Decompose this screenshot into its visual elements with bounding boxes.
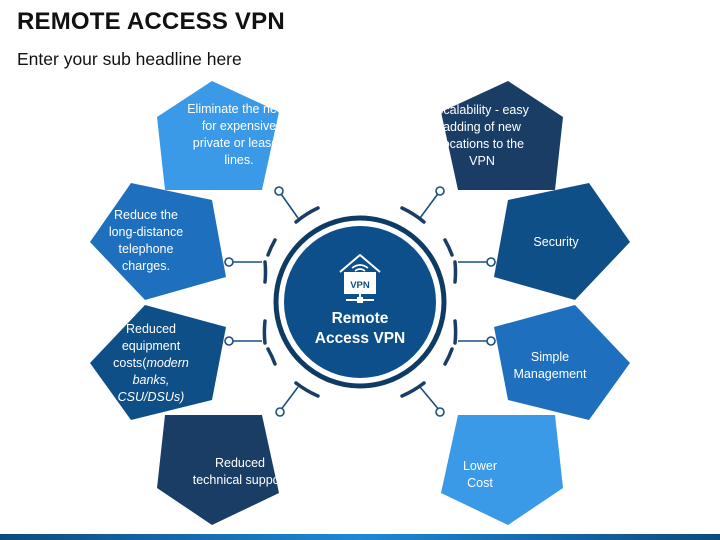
connector-dot-simple-management (486, 336, 496, 346)
vpn-icon-text: VPN (350, 280, 370, 291)
hub-label: Remote Access VPN (300, 309, 420, 349)
vpn-house-icon (339, 254, 381, 303)
item-security: Security (514, 225, 598, 259)
item-security-text: Security (533, 234, 579, 249)
item-reduce-distance-text: Reduce the long-distance telephone charg… (108, 208, 184, 273)
pentagon-security (494, 183, 630, 300)
connector-dot-reduced-support (275, 407, 285, 417)
hub-arc-ticks (262, 206, 458, 398)
bottom-accent-bar (0, 534, 720, 540)
pentagon-simple-management (494, 305, 630, 420)
item-simple-management: Simple Management (508, 346, 592, 386)
hub-label-line2: Access VPN (314, 330, 406, 347)
connectors (224, 186, 496, 417)
pentagon-lower-cost (441, 415, 563, 525)
item-reduce-distance: Reduce the long-distance telephone charg… (100, 205, 192, 277)
item-reduced-equipment-text: Reduced equipment costs(modern banks, CSU/… (104, 321, 198, 406)
item-lower-cost-text: Lower Cost (462, 459, 498, 490)
pentagon-eliminate (157, 81, 279, 190)
connector-dot-security (486, 257, 496, 267)
connector-line-lower-cost (419, 386, 441, 412)
item-reduced-equipment-line1: Reduced (125, 321, 177, 336)
item-reduced-support-text: Reduced technical support (192, 456, 288, 487)
item-scalability: Scalability - easy adding of new locatio… (432, 100, 532, 172)
pentagon-reduced-support (157, 415, 279, 525)
item-reduced-equipment-line3: costs(modern banks, CSU/DSUs) (113, 355, 189, 404)
item-lower-cost: Lower Cost (438, 455, 522, 495)
item-reduced-support: Reduced technical support (192, 440, 288, 504)
connector-dot-reduced-equipment (224, 336, 234, 346)
pentagons (90, 81, 630, 525)
connector-dot-eliminate (274, 186, 284, 196)
connector-dot-lower-cost (435, 407, 445, 417)
item-eliminate-text: Eliminate the need for expensive private… (187, 102, 291, 167)
connector-line-reduced-support (279, 386, 299, 412)
page-subtitle: Enter your sub headline here (17, 49, 242, 69)
item-reduced-equipment: Reduced equipment costs(modern banks, CSU/… (104, 321, 198, 405)
hub-label-line1: Remote (331, 310, 389, 327)
page-title: REMOTE ACCESS VPN (17, 8, 285, 35)
connector-line-eliminate (278, 190, 299, 219)
pentagon-reduce-distance (90, 183, 226, 300)
connector-dot-scalability (435, 186, 445, 196)
pentagon-scalability (441, 81, 563, 190)
connector-dot-reduce-distance (224, 257, 234, 267)
item-simple-management-text: Simple Management (513, 350, 587, 381)
pentagon-reduced-equipment (90, 305, 226, 420)
item-scalability-text: Scalability - easy adding of new locatio… (435, 103, 529, 168)
item-eliminate: Eliminate the need for expensive private… (187, 100, 291, 170)
connector-line-scalability (419, 190, 441, 219)
item-reduced-equipment-line2: equipment (121, 338, 181, 353)
